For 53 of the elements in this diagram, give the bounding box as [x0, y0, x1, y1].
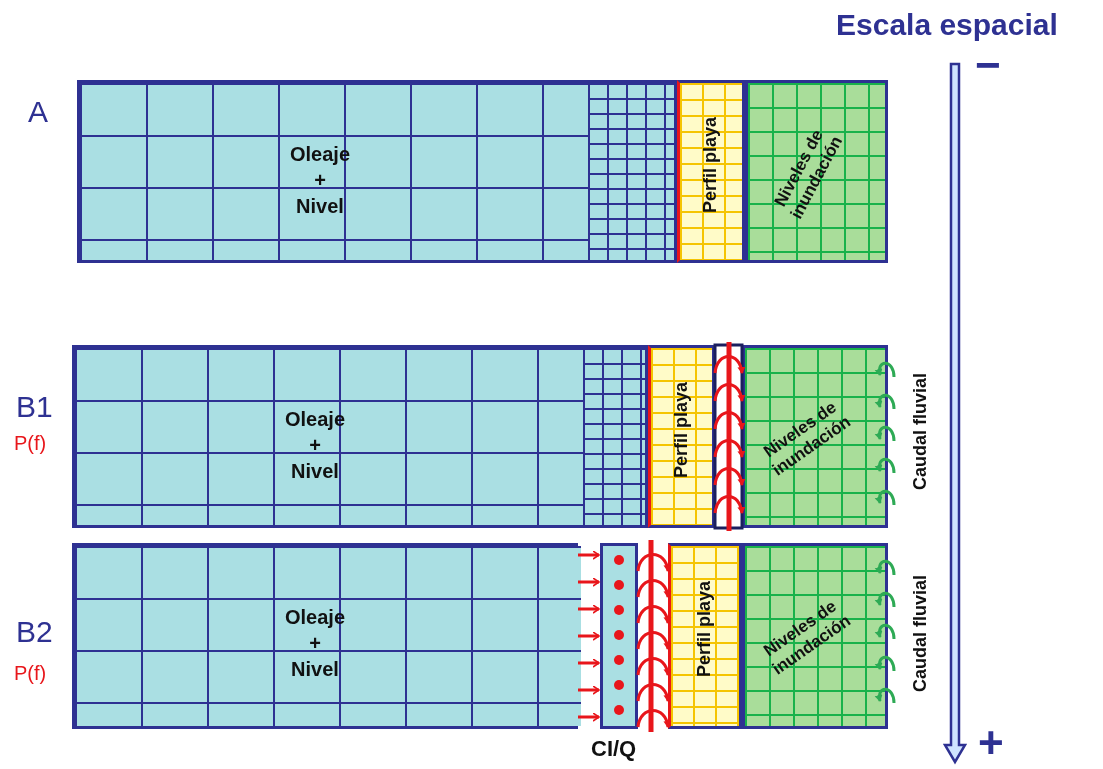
flood-mesh-panel	[742, 543, 888, 729]
region-label: Perfil playa	[700, 116, 721, 213]
curved-arrow	[875, 425, 896, 442]
curved-arrow	[636, 709, 671, 728]
curved-arrow	[875, 623, 896, 640]
probability-label: P(f)	[14, 432, 47, 455]
curved-arrow	[875, 655, 896, 672]
strip-label: CI/Q	[591, 736, 637, 762]
curved-arrow	[636, 605, 671, 624]
curved-arrow	[713, 439, 745, 458]
beach-mesh-panel	[668, 543, 742, 729]
curved-arrow	[713, 467, 745, 486]
row-label: B1	[16, 390, 53, 424]
side-label: Caudal fluvial	[910, 573, 931, 694]
row-label: A	[28, 95, 48, 129]
curved-arrow	[636, 553, 671, 572]
scale-title: Escala espacial	[836, 8, 1058, 42]
curved-arrow	[875, 559, 896, 576]
plus-sign: +	[978, 718, 1004, 768]
curved-arrow	[636, 683, 671, 702]
probability-label: P(f)	[14, 662, 47, 685]
minus-sign: −	[975, 40, 1001, 90]
chevron-arrow	[578, 631, 600, 641]
curved-arrow	[875, 457, 896, 474]
curved-arrow	[636, 579, 671, 598]
chevron-arrow	[578, 550, 600, 560]
curved-arrow	[875, 489, 896, 506]
beach-mesh-panel	[648, 345, 715, 528]
side-label: Caudal fluvial	[910, 371, 931, 492]
chevron-arrow	[578, 658, 600, 668]
chevron-arrow	[578, 577, 600, 587]
curved-arrow	[636, 657, 671, 676]
curved-arrow	[875, 393, 896, 410]
curved-arrow	[875, 687, 896, 704]
sea-mesh-panel	[77, 80, 677, 263]
curved-arrow	[636, 631, 671, 650]
sea-mesh-panel	[72, 345, 648, 528]
beach-mesh-panel	[677, 80, 745, 263]
curved-arrow	[875, 591, 896, 608]
curved-arrow	[713, 355, 745, 374]
chevron-arrow	[578, 712, 600, 722]
row-label: B2	[16, 615, 53, 649]
sea-mesh-panel	[72, 543, 578, 729]
curved-arrow	[713, 383, 745, 402]
curved-arrow	[713, 411, 745, 430]
region-label: Perfil playa	[670, 381, 692, 478]
curved-arrow	[713, 495, 745, 514]
curved-arrow	[875, 361, 896, 378]
flood-mesh-panel	[745, 80, 888, 263]
region-label: Perfil playa	[694, 581, 715, 678]
chevron-arrow	[578, 685, 600, 695]
chevron-arrow	[578, 604, 600, 614]
flood-mesh-panel	[742, 345, 888, 528]
